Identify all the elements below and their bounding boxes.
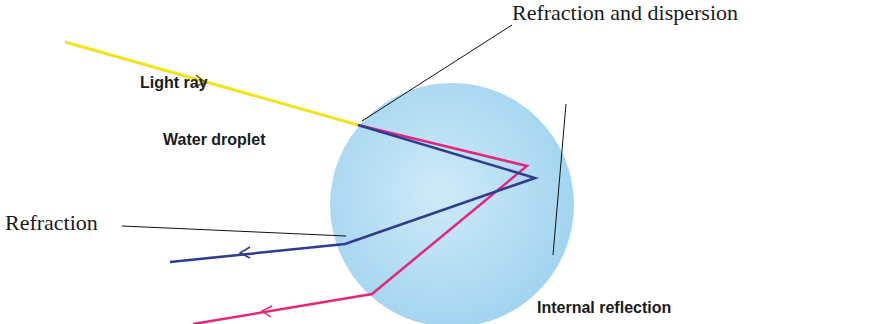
arrowhead bbox=[240, 247, 250, 258]
red-ray bbox=[193, 125, 527, 324]
leader-line bbox=[362, 25, 512, 121]
leader-line bbox=[122, 226, 346, 236]
callout-label: Refraction and dispersion bbox=[512, 0, 738, 25]
light-ray bbox=[65, 42, 358, 125]
leader-line bbox=[553, 104, 566, 255]
droplet-label: Water droplet bbox=[163, 131, 266, 149]
water-droplet bbox=[330, 83, 574, 324]
callout-label: Internal reflection bbox=[537, 299, 671, 317]
callout-label: Refraction bbox=[5, 210, 98, 235]
ray-label: Light ray bbox=[140, 74, 208, 92]
arrowhead bbox=[262, 306, 272, 317]
